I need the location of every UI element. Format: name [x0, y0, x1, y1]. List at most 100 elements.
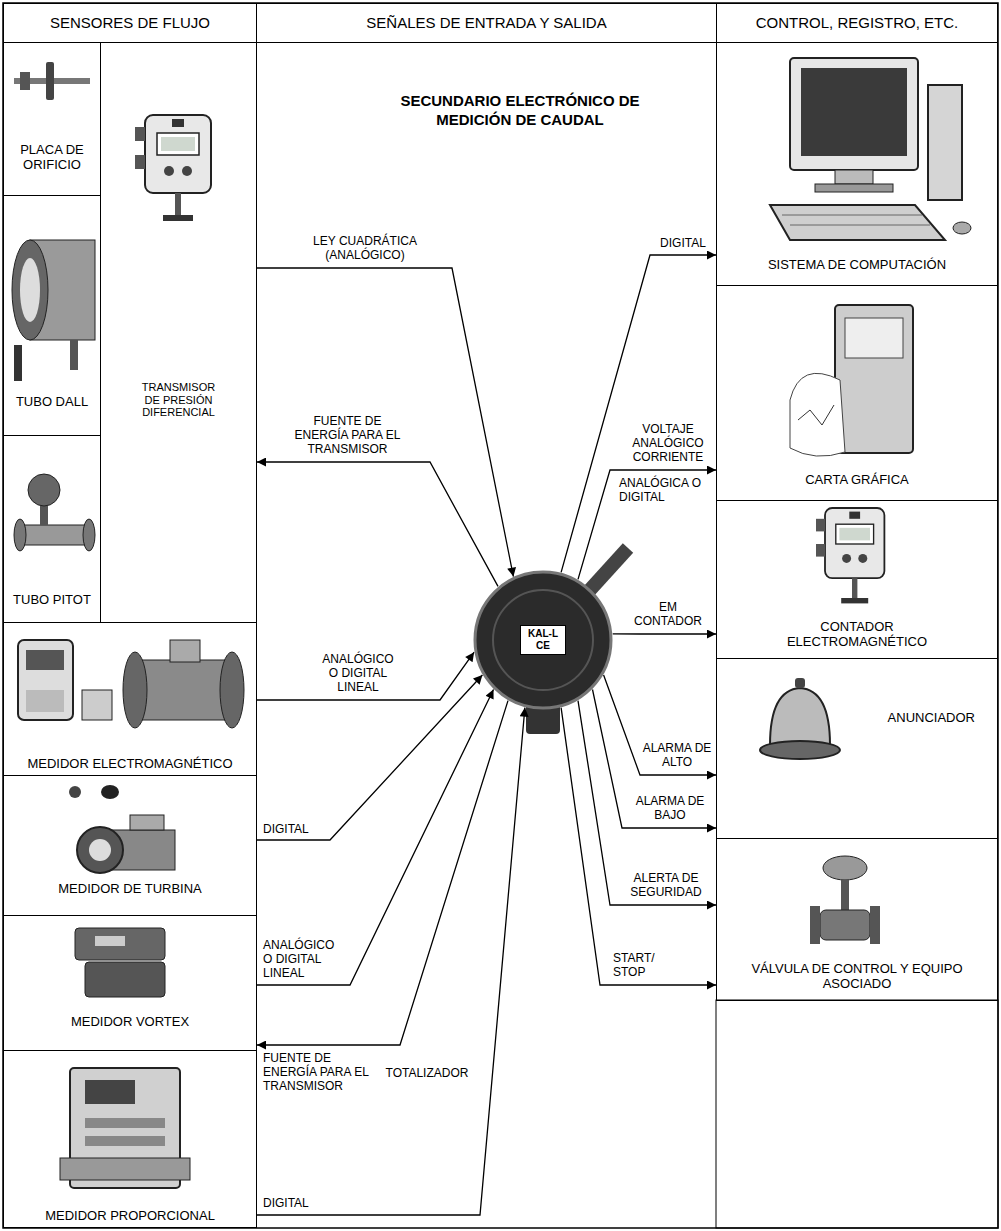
signal-label: FUENTE DE ENERGÍA PARA EL TRANSMISOR: [262, 1051, 387, 1093]
chart-recorder-picture-part: [835, 305, 913, 453]
signal-label: TOTALIZADOR: [378, 1066, 476, 1080]
node-label: MEDIDOR PROPORCIONAL: [45, 1209, 215, 1224]
computer-picture-part: [928, 85, 962, 200]
signal-arrow: [561, 255, 716, 572]
signal-label: LEY CUADRÁTICA (ANALÓGICO): [300, 234, 430, 262]
computer-picture-part: [801, 68, 907, 156]
header-text: CONTROL, REGISTRO, ETC.: [756, 14, 959, 31]
control-valve-picture-part: [823, 856, 867, 880]
node-label: CARTA GRÁFICA: [805, 473, 909, 488]
signal-arrow: [257, 690, 494, 986]
turbine-meter-picture-part: [130, 815, 164, 830]
proportional-meter-picture-part: [60, 1158, 190, 1180]
computer-picture-part: [790, 225, 930, 226]
electromagnetic-meter-picture-part: [26, 650, 64, 670]
node-label: MEDIDOR DE TURBINA: [58, 882, 202, 897]
electromagnetic-meter-picture-part: [18, 640, 73, 720]
device-body: [475, 572, 611, 708]
computer-picture-part: [953, 222, 971, 234]
device-label: CE: [536, 640, 550, 652]
sensor-box: MEDIDOR ELECTROMAGNÉTICO: [3, 622, 257, 776]
orifice-plate-picture: [14, 62, 90, 100]
column-header: CONTROL, REGISTRO, ETC.: [716, 3, 998, 43]
chart-recorder-picture-part: [790, 373, 845, 456]
control-valve-picture-part: [810, 906, 820, 944]
node-label: PLACA DE ORIFICIO: [7, 143, 97, 173]
node-label: TUBO PITOT: [13, 593, 91, 608]
turbine-meter-picture-part: [89, 839, 111, 861]
computer-picture-part: [770, 205, 945, 240]
proportional-meter-picture: [60, 1068, 190, 1188]
signal-label: DIGITAL: [262, 822, 322, 836]
pitot-tube-picture-part: [28, 474, 60, 506]
chart-recorder-picture-part: [845, 318, 903, 358]
vortex-meter-picture: [75, 928, 165, 997]
signal-label: DIGITAL: [655, 236, 711, 250]
signal-label: START/ STOP: [612, 951, 664, 979]
dall-tube-picture-part: [14, 345, 22, 381]
turbine-meter-picture-part: [69, 786, 81, 798]
flow-secondary-device: KAL-LCE: [473, 570, 613, 710]
signal-label: ALARMA DE BAJO: [630, 794, 710, 822]
electromagnetic-meter-picture-part: [26, 690, 64, 712]
transmitter-box: TRANSMISOR DE PRESIÓN DIFERENCIAL: [100, 42, 257, 623]
signal-arrow: [561, 708, 716, 985]
signal-arrow: [578, 470, 716, 579]
chart-recorder-picture: [790, 305, 913, 456]
diagram-title: SECUNDARIO ELECTRÓNICO DE MEDICIÓN DE CA…: [390, 92, 650, 130]
turbine-meter-picture-part: [77, 827, 123, 873]
computer-picture-part: [815, 184, 893, 192]
sensor-box: MEDIDOR PROPORCIONAL: [3, 1050, 257, 1228]
sensor-box: MEDIDOR VORTEX: [3, 915, 257, 1051]
node-label: MEDIDOR ELECTROMAGNÉTICO: [27, 757, 232, 772]
pitot-tube-picture-part: [83, 519, 95, 551]
signal-arrow: [257, 708, 525, 1215]
sensor-box: MEDIDOR DE TURBINA: [3, 775, 257, 916]
pitot-tube-picture: [14, 474, 95, 551]
transmitter-icon: [135, 115, 211, 221]
electromagnetic-meter-picture-part: [170, 640, 200, 662]
bell-picture-part: [770, 688, 830, 745]
output-box: CARTA GRÁFICA: [716, 285, 998, 501]
pitot-tube-picture-part: [14, 519, 26, 551]
bell-picture-part: [760, 741, 840, 759]
signal-label: DIGITAL: [262, 1196, 322, 1210]
control-valve-picture-part: [820, 910, 870, 940]
node-label: CONTADOR ELECTROMAGNÉTICO: [752, 620, 962, 650]
turbine-meter-picture-part: [101, 785, 119, 799]
signal-arrow: [578, 701, 716, 905]
electromagnetic-meter-picture-part: [220, 652, 244, 728]
sensor-box: TUBO PITOT: [3, 435, 101, 623]
signal-label: ALARMA DE ALTO: [640, 741, 714, 769]
orifice-plate-picture-part: [20, 72, 30, 90]
dall-tube-picture: [12, 240, 95, 381]
header-text: SENSORES DE FLUJO: [50, 14, 210, 31]
signal-label: EM CONTADOR: [632, 600, 704, 628]
orifice-plate-picture-part: [46, 62, 54, 100]
pitot-tube-picture-part: [40, 505, 48, 525]
signal-label: ALERTA DE SEGURIDAD: [620, 871, 712, 899]
signal-label: VOLTAJE ANALÓGICO CORRIENTE: [622, 422, 714, 464]
signal-label: ANALÓGICO O DIGITAL LINEAL: [318, 652, 398, 694]
dall-tube-picture-part: [70, 340, 78, 370]
bell-picture: [760, 678, 840, 759]
vortex-meter-picture-part: [75, 928, 165, 960]
output-box: ANUNCIADOR: [716, 658, 998, 839]
output-box: VÁLVULA DE CONTROL Y EQUIPO ASOCIADO: [716, 838, 998, 1001]
bell-picture-part: [795, 678, 805, 688]
electromagnetic-meter-picture: [18, 640, 244, 728]
outer-frame: [3, 3, 998, 1228]
signal-arrow: [257, 675, 482, 840]
device-rim: [493, 590, 593, 690]
signal-arrow: [257, 701, 508, 1045]
control-valve-picture: [810, 856, 880, 944]
sensor-box: PLACA DE ORIFICIO: [3, 42, 101, 196]
pitot-tube-picture-part: [16, 525, 92, 545]
proportional-meter-picture-part: [85, 1118, 165, 1128]
control-valve-picture-part: [870, 906, 880, 944]
proportional-meter-picture-part: [85, 1080, 135, 1104]
column-header: SEÑALES DE ENTRADA Y SALIDA: [256, 3, 717, 43]
chart-recorder-picture-part: [798, 405, 834, 425]
sensor-box: TUBO DALL: [3, 195, 101, 436]
